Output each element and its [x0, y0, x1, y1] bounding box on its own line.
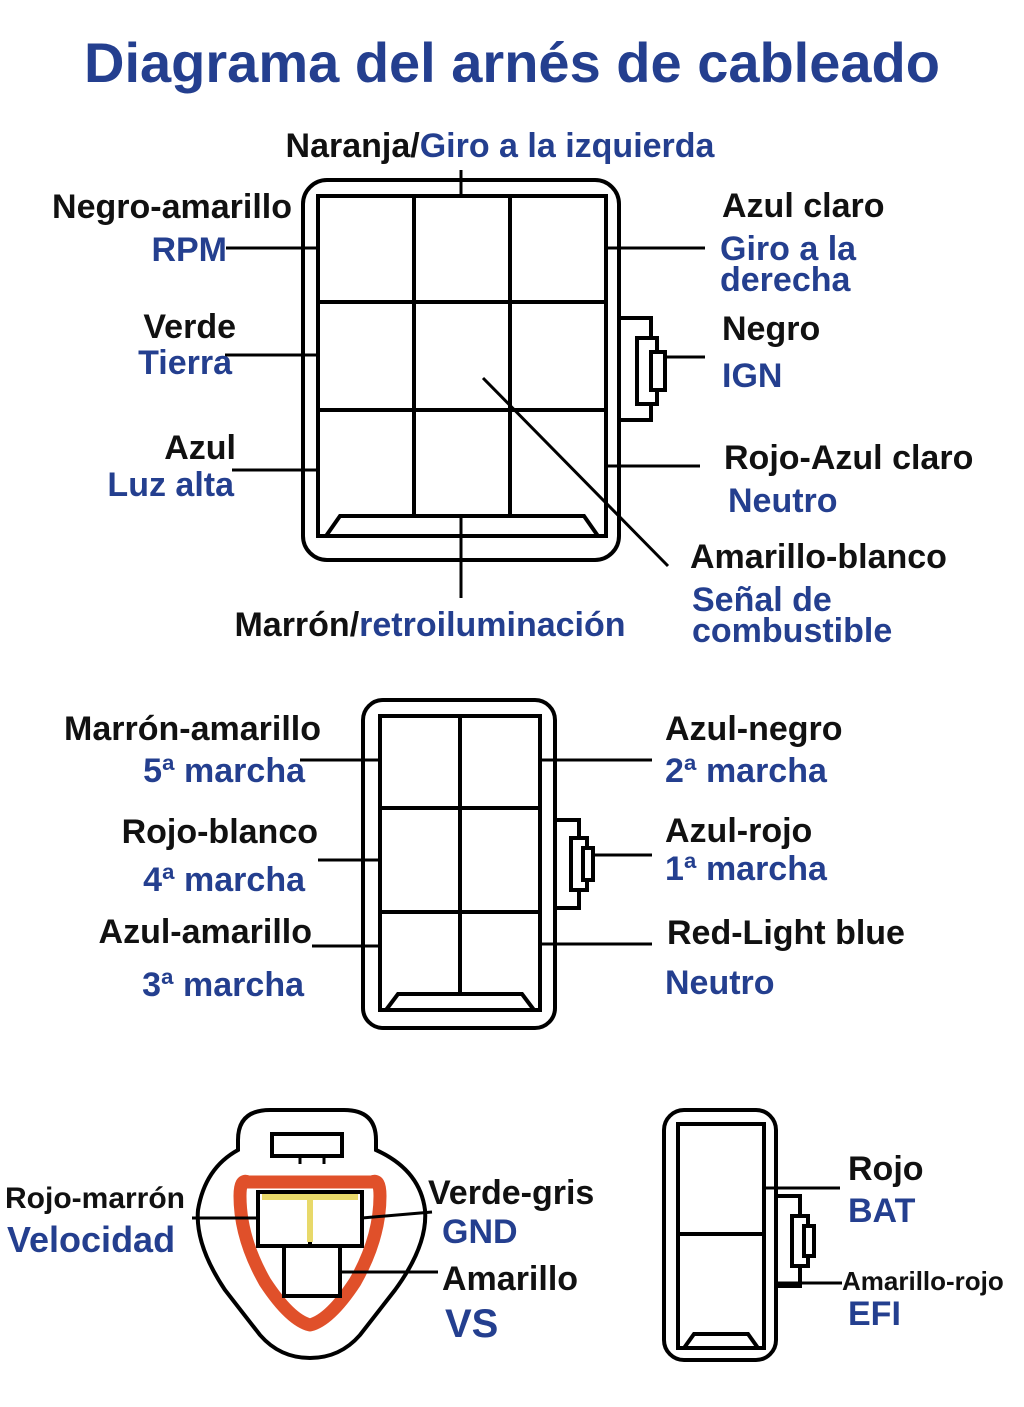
c4-top-color: Rojo [848, 1150, 924, 1188]
c1-right-2-color: Rojo-Azul claro [724, 439, 973, 477]
connector-1: Naranja/Giro a la izquierda Negro-amaril… [52, 127, 973, 650]
connector-4-latch [774, 1194, 816, 1288]
c4-bottom-color: Amarillo-rojo [842, 1266, 1004, 1296]
connector-1-latch [617, 316, 667, 422]
c4-top-function: BAT [848, 1192, 916, 1230]
c1-right-0-function-line2: derecha [720, 261, 851, 299]
c1-right-1-function: IGN [722, 357, 782, 395]
c3-left-color: Rojo-marrón [5, 1182, 185, 1215]
c1-left-0-color: Negro-amarillo [52, 188, 292, 226]
connector-4: Rojo BAT Amarillo-rojo EFI [662, 1108, 1004, 1362]
c2-left-0-color: Marrón-amarillo [64, 710, 321, 748]
c1-left-2-color: Azul [164, 429, 236, 467]
c3-left-function: Velocidad [7, 1219, 175, 1260]
c2-left-1-color: Rojo-blanco [122, 813, 318, 851]
c1-right-3-color: Amarillo-blanco [690, 538, 947, 576]
c1-left-1-function: Tierra [138, 344, 233, 382]
c3-right-bottom-function: VS [445, 1302, 498, 1346]
c2-right-2-function: Neutro [665, 964, 775, 1002]
c1-right-0-function-line1: Giro a la [720, 230, 857, 268]
connector-2: Marrón-amarillo 5ª marcha Rojo-blanco 4ª… [64, 698, 905, 1030]
c1-top-color: Naranja/ [286, 127, 421, 165]
c1-bottom-color: Marrón/ [234, 606, 359, 644]
c1-left-1-color: Verde [143, 308, 236, 346]
connector-3: Rojo-marrón Velocidad Verde-gris GND Ama… [5, 1108, 594, 1361]
c2-left-1-function: 4ª marcha [143, 861, 306, 899]
c2-left-2-color: Azul-amarillo [99, 913, 312, 951]
c1-left-2-function: Luz alta [107, 466, 235, 504]
c3-right-top-function: GND [442, 1213, 518, 1251]
c2-right-0-color: Azul-negro [665, 710, 843, 748]
c1-left-0-function: RPM [151, 231, 227, 269]
c4-bottom-function: EFI [848, 1295, 901, 1333]
c3-right-top-color: Verde-gris [428, 1174, 594, 1212]
c2-right-1-function: 1ª marcha [665, 850, 828, 888]
c1-right-3-function-line2: combustible [692, 612, 892, 650]
c2-right-2-color: Red-Light blue [667, 914, 905, 952]
c1-bottom-function: retroiluminación [359, 606, 625, 644]
connector-2-latch [553, 818, 595, 910]
c2-left-2-function: 3ª marcha [142, 966, 305, 1004]
c2-right-0-function: 2ª marcha [665, 752, 828, 790]
c2-left-0-function: 5ª marcha [143, 752, 306, 790]
svg-text:Naranja/Giro a la izquierda: Naranja/Giro a la izquierda [286, 127, 716, 165]
connector-1-housing [301, 178, 621, 562]
c1-top-function: Giro a la izquierda [420, 127, 716, 165]
connector-3-key [270, 1132, 344, 1158]
c3-right-bottom-color: Amarillo [442, 1260, 578, 1298]
page-title: Diagrama del arnés de cableado [84, 31, 940, 94]
c1-right-0-color: Azul claro [722, 187, 884, 225]
c1-right-3-function-line1: Señal de [692, 581, 832, 619]
svg-text:Marrón/retroiluminación: Marrón/retroiluminación [234, 606, 625, 644]
c1-right-1-color: Negro [722, 310, 820, 348]
c2-right-1-color: Azul-rojo [665, 812, 812, 850]
c1-right-2-function: Neutro [728, 482, 838, 520]
